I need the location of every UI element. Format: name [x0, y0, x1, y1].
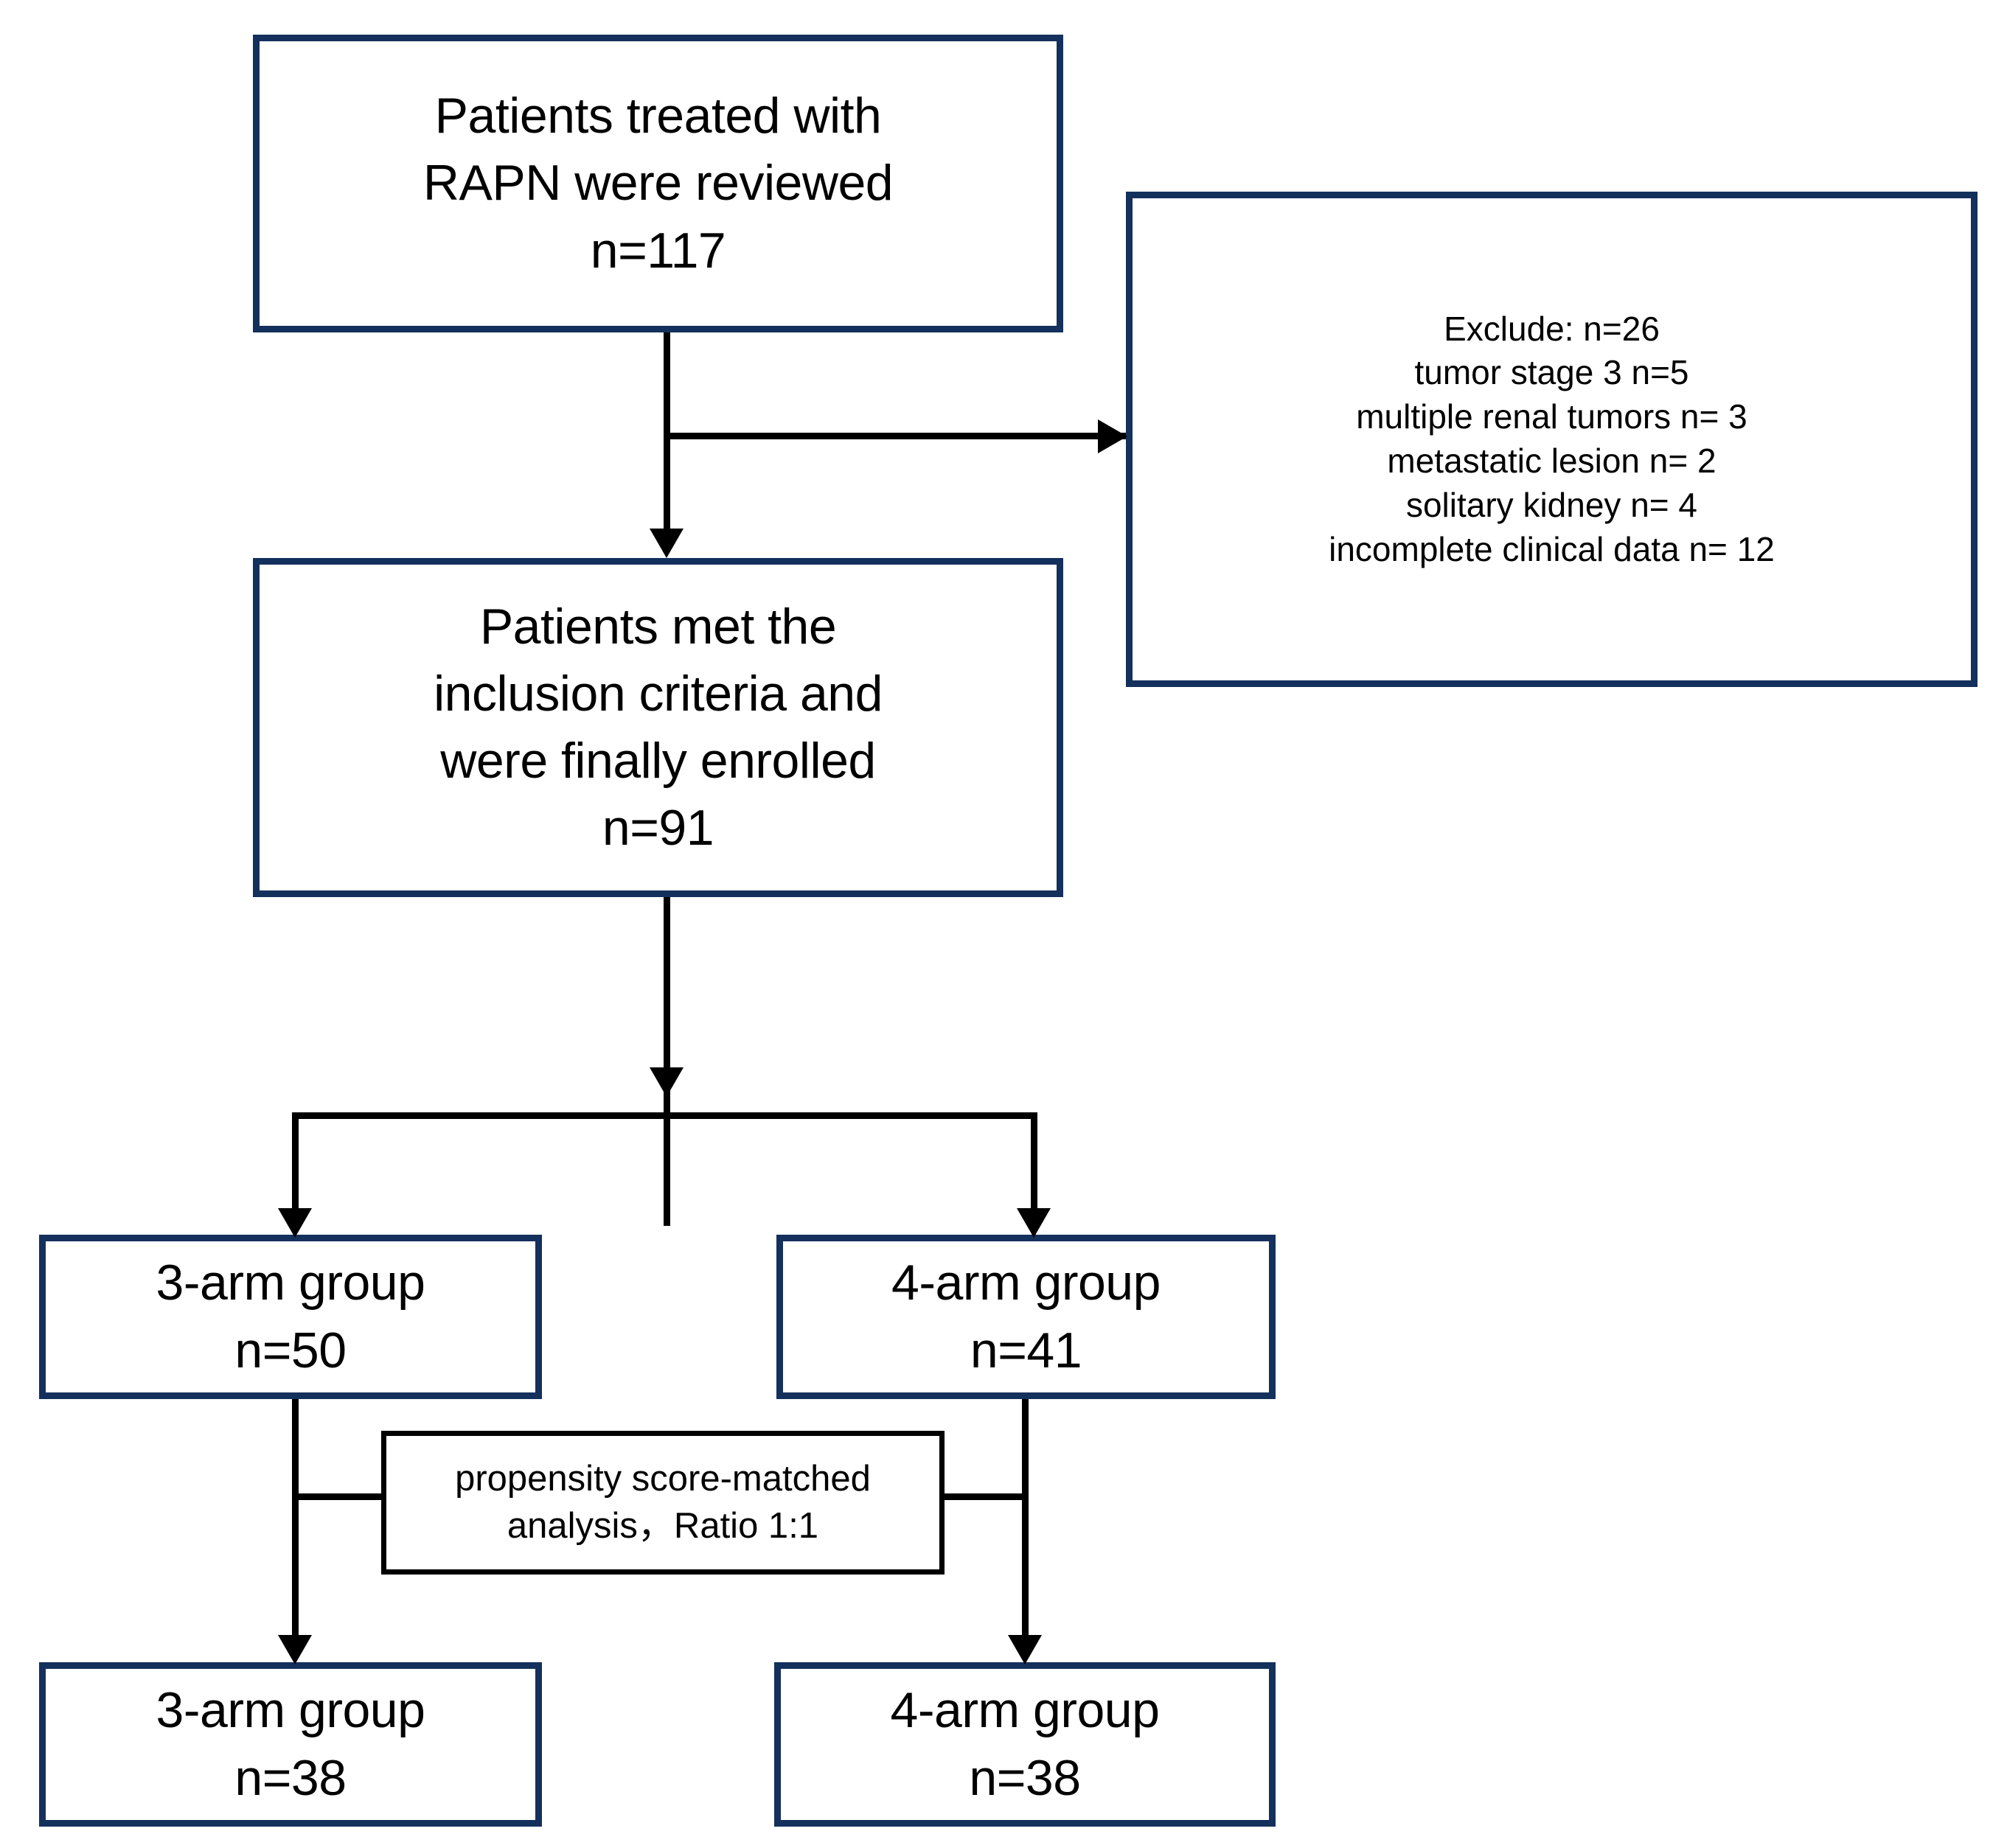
node-3arm-group-pre-text: 3-arm group n=50 — [156, 1255, 425, 1378]
node-excluded: Exclude: n=26 tumor stage 3 n=5 multiple… — [1126, 192, 1978, 687]
connector-reviewed-to-excluded — [664, 433, 1126, 439]
arrowhead-reviewed-to-enrolled — [650, 529, 684, 558]
connector-3arm-pre-to-post — [292, 1399, 299, 1635]
connector-matching-left — [292, 1493, 386, 1500]
connector-matching-right — [939, 1493, 1027, 1500]
arrowhead-enrolled-to-split — [650, 1067, 684, 1097]
arrowhead-4arm-pre-to-post — [1008, 1635, 1042, 1664]
node-3arm-group-post: 3-arm group n=38 — [39, 1662, 542, 1827]
connector-split-bar — [292, 1112, 1037, 1119]
connector-enrolled-to-split — [664, 897, 670, 1226]
node-4arm-group-pre: 4-arm group n=41 — [776, 1235, 1276, 1399]
connector-reviewed-to-enrolled — [664, 332, 670, 529]
arrowhead-split-to-3arm — [278, 1208, 312, 1238]
connector-split-to-3arm — [292, 1112, 299, 1208]
arrowhead-split-to-4arm — [1017, 1208, 1051, 1238]
node-patients-reviewed-text: Patients treated with RAPN were reviewed… — [422, 88, 894, 279]
arrowhead-3arm-pre-to-post — [278, 1635, 312, 1664]
arrowhead-reviewed-to-excluded — [1098, 419, 1127, 453]
node-4arm-group-post-text: 4-arm group n=38 — [890, 1682, 1160, 1806]
node-propensity-matching-text: propensity score-matched analysis，Ratio … — [455, 1458, 871, 1546]
node-4arm-group-post: 4-arm group n=38 — [774, 1662, 1276, 1827]
node-patients-reviewed: Patients treated with RAPN were reviewed… — [253, 35, 1063, 332]
node-propensity-matching: propensity score-matched analysis，Ratio … — [381, 1431, 945, 1575]
connector-split-to-4arm — [1031, 1112, 1037, 1208]
node-3arm-group-pre: 3-arm group n=50 — [39, 1235, 542, 1399]
node-enrolled-text: Patients met the inclusion criteria and … — [434, 598, 883, 857]
node-enrolled: Patients met the inclusion criteria and … — [253, 558, 1063, 897]
node-3arm-group-post-text: 3-arm group n=38 — [156, 1682, 425, 1806]
node-4arm-group-pre-text: 4-arm group n=41 — [891, 1255, 1161, 1378]
node-excluded-text: Exclude: n=26 tumor stage 3 n=5 multiple… — [1329, 309, 1775, 568]
connector-4arm-pre-to-post — [1022, 1399, 1029, 1635]
